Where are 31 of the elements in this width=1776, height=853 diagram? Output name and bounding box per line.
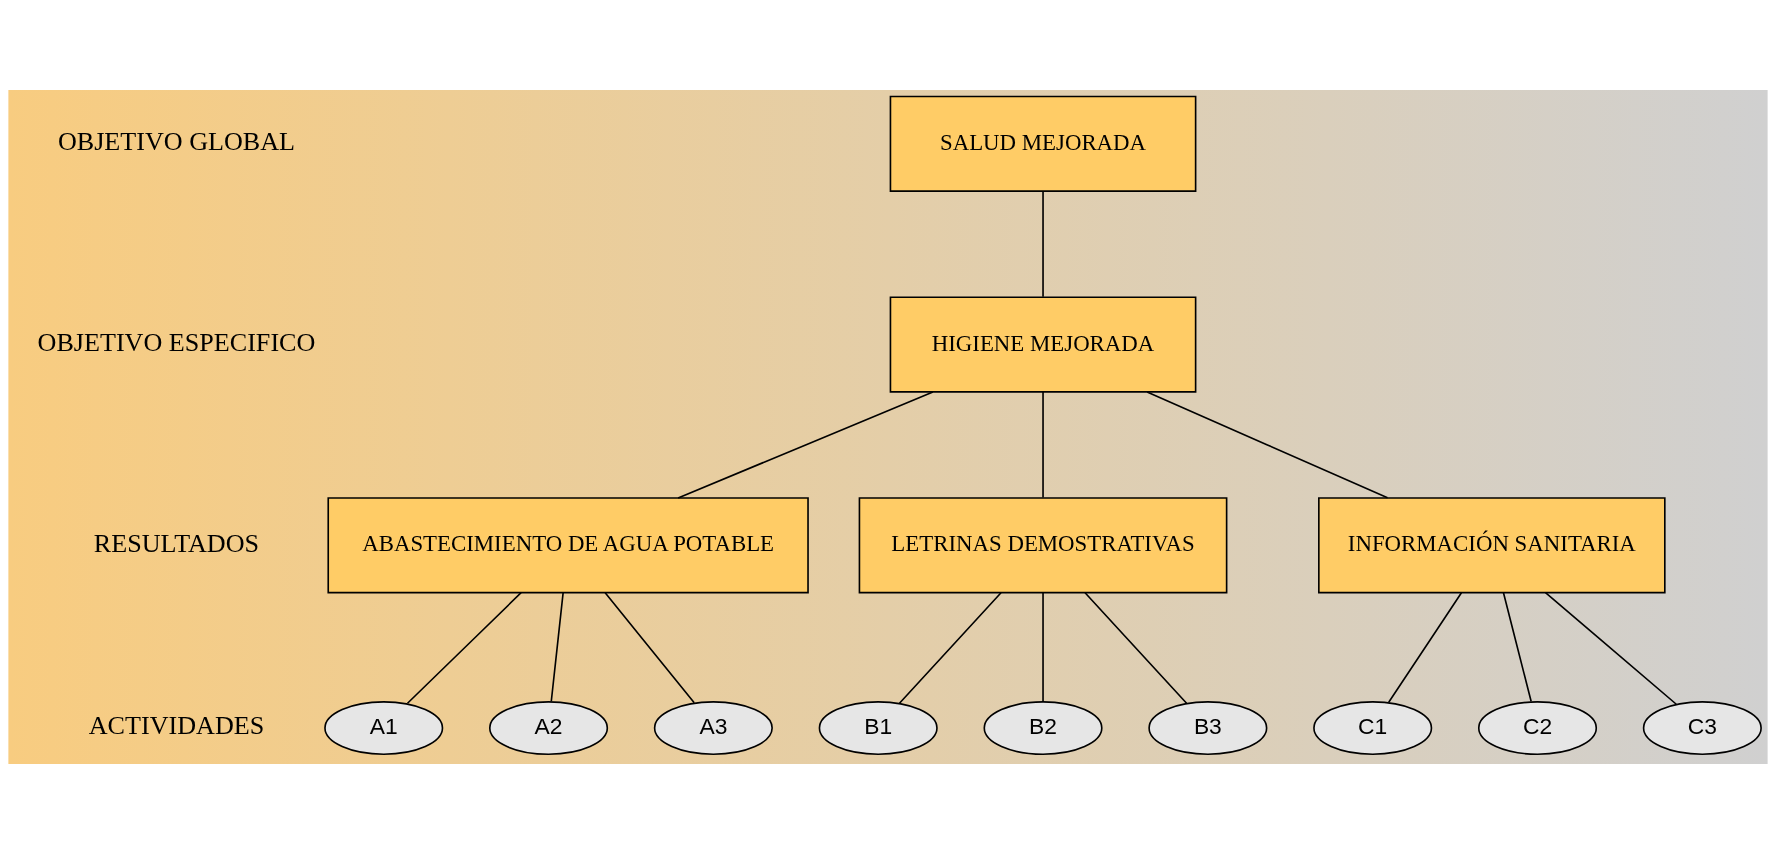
connector [1084, 591, 1188, 704]
node-box: ABASTECIMIENTO DE AGUA POTABLE [327, 496, 809, 593]
connector [604, 591, 696, 704]
label: OBJETIVO GLOBAL [57, 126, 296, 156]
node-ellipse: C3 [1642, 700, 1762, 755]
node-ellipse: A2 [489, 700, 609, 755]
connector [1544, 591, 1678, 705]
connector [1042, 390, 1044, 498]
connector [1042, 591, 1044, 702]
node-ellipse: C1 [1313, 700, 1433, 755]
connector [550, 591, 564, 702]
node-ellipse: B3 [1148, 700, 1268, 755]
node-ellipse: A3 [653, 700, 773, 755]
connector [1146, 390, 1389, 499]
label: RESULTADOS [93, 528, 260, 558]
node-ellipse: A1 [324, 700, 444, 755]
connector [1387, 591, 1463, 703]
connector [1502, 591, 1532, 702]
connector [406, 591, 522, 704]
connector [898, 591, 1002, 704]
node-box: SALUD MEJORADA [889, 95, 1197, 192]
label: OBJETIVO ESPECIFICO [37, 327, 316, 357]
node-ellipse: B1 [818, 700, 938, 755]
node-box: LETRINAS DEMOSTRATIVAS [858, 496, 1228, 593]
node-box: INFORMACIÓN SANITARIA [1318, 496, 1666, 593]
node-ellipse: C2 [1477, 700, 1598, 755]
connector [677, 390, 934, 499]
connector [1042, 189, 1044, 298]
label: ACTIVIDADES [88, 710, 265, 740]
node-box: HIGIENE MEJORADA [889, 295, 1197, 393]
node-ellipse: B2 [983, 700, 1103, 755]
